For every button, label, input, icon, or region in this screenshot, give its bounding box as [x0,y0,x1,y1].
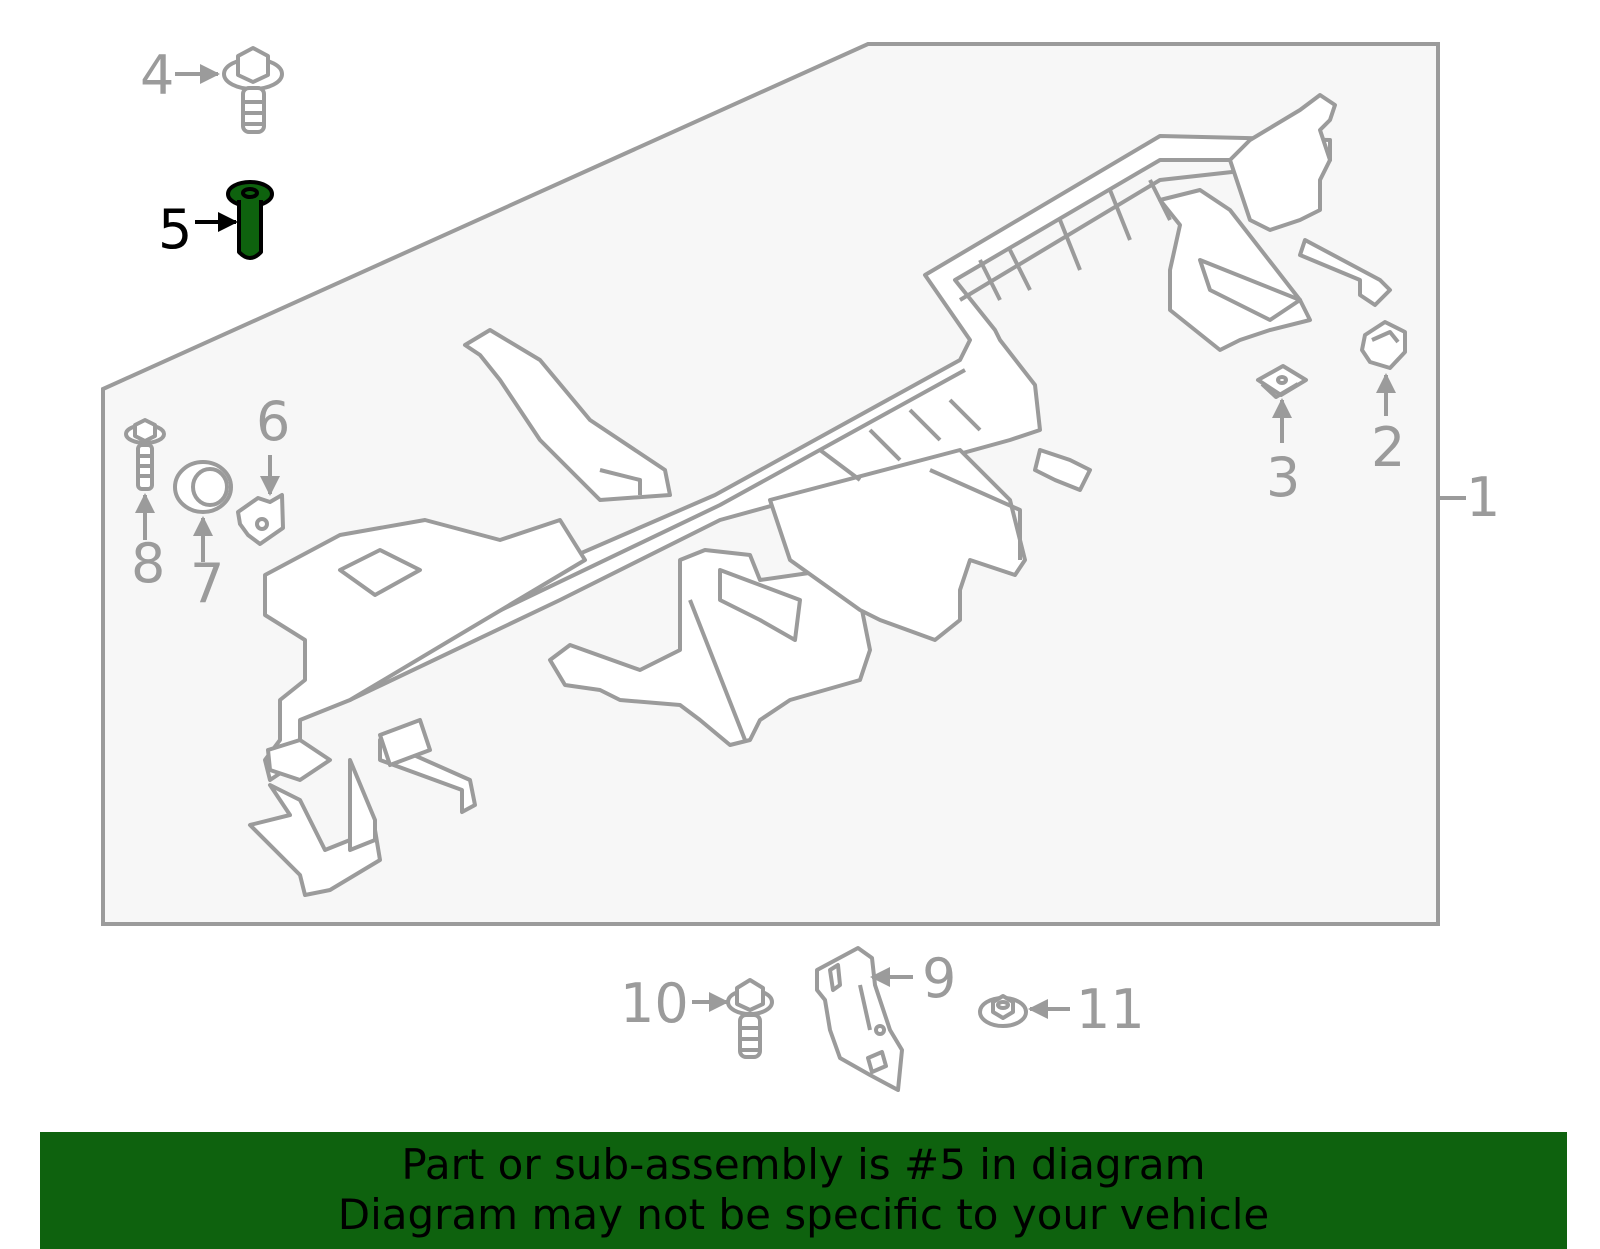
banner-line-part-number: Part or sub-assembly is #5 in diagram [401,1140,1206,1189]
collar-part-5-highlighted [226,180,274,260]
banner-line-disclaimer: Diagram may not be specific to your vehi… [337,1190,1270,1239]
bracket-part-9 [815,946,904,1092]
clip-part-6 [236,493,285,546]
callout-1: 1 [1466,466,1500,529]
clip-nut-part-2 [1360,320,1407,370]
bolt-part-10 [726,978,774,1059]
callout-3: 3 [1266,446,1300,509]
callout-10: 10 [620,972,689,1035]
callout-6: 6 [256,390,290,453]
callout-8: 8 [131,532,165,595]
callout-4: 4 [140,44,174,107]
reinforcement-frame-part-1 [248,93,1392,897]
bolt-part-8 [124,418,166,491]
callout-11: 11 [1076,978,1145,1041]
spring-nut-part-3 [1256,364,1308,399]
flange-bolt-part-4 [222,46,284,134]
info-banner: Part or sub-assembly is #5 in diagram Di… [40,1132,1567,1249]
callout-7: 7 [190,552,224,615]
grommet-part-7 [173,460,233,514]
callout-9: 9 [922,947,956,1010]
callout-5: 5 [158,198,192,261]
flange-nut-part-11 [978,994,1028,1028]
callout-2: 2 [1371,416,1405,479]
